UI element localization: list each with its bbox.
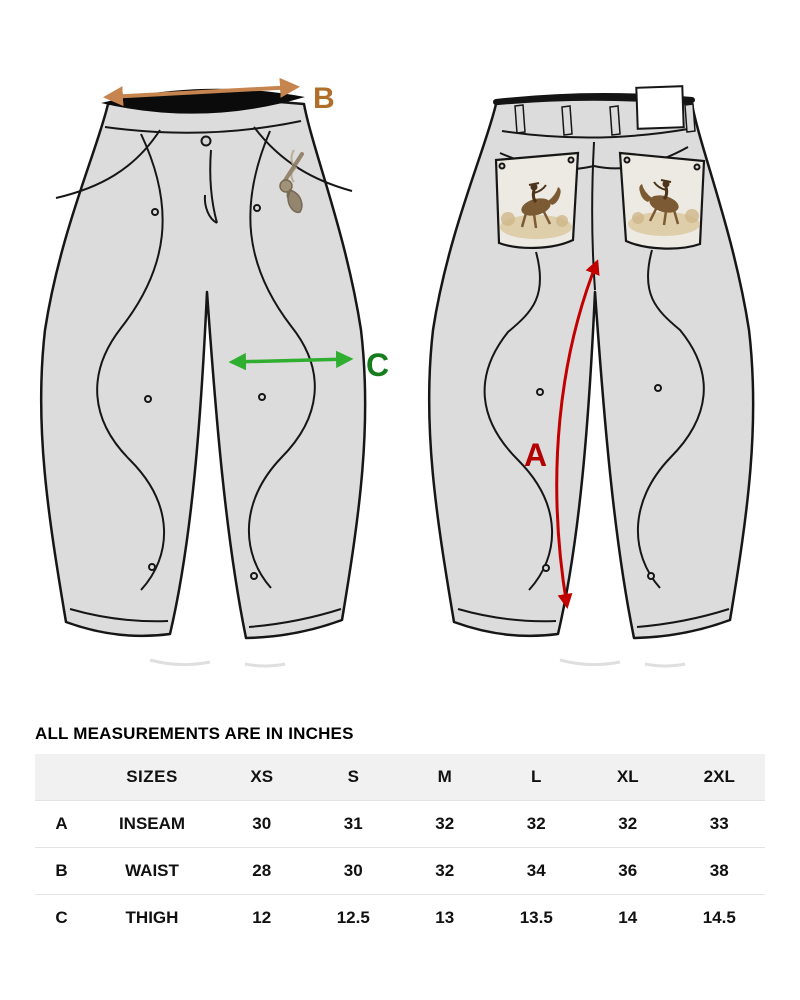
thigh-xs: 12: [252, 908, 272, 927]
column-header-2xl: 2XL: [703, 767, 735, 786]
sizes-column-header: SIZES: [126, 767, 178, 786]
row-label-thigh: THIGH: [125, 908, 179, 927]
back-waistband-seam: [501, 128, 689, 139]
waist-m: 32: [435, 861, 455, 880]
front-silhouette: [39, 98, 367, 640]
measure-label-b: B: [313, 82, 335, 115]
column-header-l: L: [531, 767, 542, 786]
pants-measurement-diagram: B C A: [39, 77, 755, 668]
letter-column-header: [35, 754, 88, 801]
inseam-2xl: 33: [709, 814, 729, 833]
table-row-waist: B WAIST 28 30 32 34 36 38: [35, 847, 765, 895]
column-header-xs: XS: [250, 767, 274, 786]
front-rivets: [144, 204, 266, 580]
pants-front-illustration: [39, 88, 367, 668]
waist-s: 30: [343, 861, 363, 880]
pants-back-illustration: [427, 85, 755, 668]
front-shadow: [149, 658, 286, 668]
waist-button: [200, 135, 212, 147]
cowboy-artwork-right: [628, 179, 700, 236]
thigh-s: 12.5: [336, 908, 370, 927]
fly-seam: [203, 149, 218, 224]
thigh-xl: 14: [618, 908, 638, 927]
belt-loops: [514, 103, 696, 136]
table-row-thigh: C THIGH 12 12.5 13 13.5 14 14.5: [35, 894, 765, 942]
gun-embroidery: [279, 149, 304, 214]
inseam-xs: 30: [252, 814, 272, 833]
column-header-xl: XL: [616, 767, 639, 786]
inseam-s: 31: [343, 814, 363, 833]
measure-label-c: C: [366, 347, 389, 383]
table-row-inseam: A INSEAM 30 31 32 32 32 33: [35, 800, 765, 848]
waist-xs: 28: [252, 861, 272, 880]
front-right-panel-seam: [247, 130, 316, 589]
inseam-m: 32: [435, 814, 455, 833]
thigh-m: 13: [435, 908, 455, 927]
size-tag: [635, 85, 685, 130]
front-waistband-seam: [104, 120, 302, 134]
table-header-row: SIZES XS S M L XL 2XL: [35, 754, 765, 801]
back-left-panel-seam: [483, 251, 554, 591]
thigh-l: 13.5: [519, 908, 553, 927]
waist-measurement: B: [103, 77, 335, 115]
waist-l: 34: [526, 861, 546, 880]
back-hem-seams: [457, 608, 730, 628]
cowboy-artwork-left: [500, 182, 572, 239]
front-left-panel-seam: [96, 133, 166, 591]
inseam-measurement: A: [524, 259, 600, 609]
waist-xl: 36: [618, 861, 638, 880]
size-chart-table: SIZES XS S M L XL 2XL A INSEAM 30 31 32 …: [35, 754, 765, 941]
thigh-measurement: C: [228, 347, 389, 383]
back-silhouette: [427, 98, 755, 640]
measurements-heading: ALL MEASUREMENTS ARE IN INCHES: [35, 724, 354, 743]
inseam-arrow-a: [555, 259, 600, 609]
waist-2xl: 38: [709, 861, 729, 880]
row-label-waist: WAIST: [125, 861, 179, 880]
row-letter-b: B: [55, 861, 68, 880]
back-right-panel-seam: [636, 249, 705, 589]
thigh-arrow-c: [228, 350, 354, 371]
measure-label-a: A: [524, 437, 547, 473]
back-shadow: [559, 658, 686, 668]
front-hem-seams: [69, 608, 342, 628]
inseam-xl: 32: [618, 814, 638, 833]
column-header-m: M: [437, 767, 452, 786]
waist-arrow-b: [103, 77, 300, 107]
front-pocket-seams: [55, 126, 353, 199]
row-letter-c: C: [55, 908, 68, 927]
pocket-rivets: [498, 156, 701, 171]
column-header-s: S: [347, 767, 359, 786]
inseam-l: 32: [526, 814, 546, 833]
thigh-2xl: 14.5: [702, 908, 736, 927]
row-letter-a: A: [55, 814, 68, 833]
row-label-inseam: INSEAM: [118, 814, 186, 833]
pants-diagram-svg: B C A: [39, 77, 755, 668]
back-rivets: [536, 384, 662, 580]
